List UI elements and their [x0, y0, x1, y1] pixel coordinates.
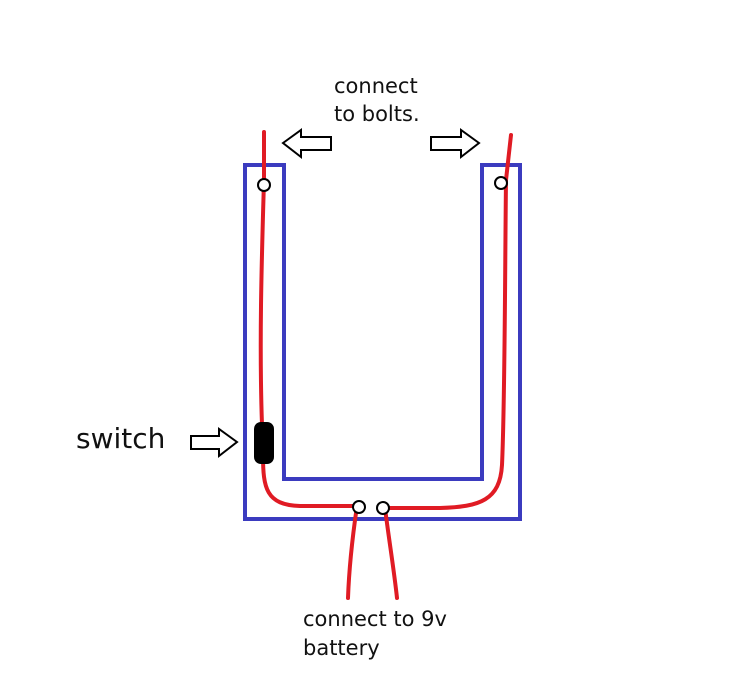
switch-component: [254, 422, 274, 464]
battery-hole-left: [352, 500, 366, 514]
battery-label-line1: connect to 9v: [303, 607, 447, 631]
arrow-right-icon: [430, 128, 481, 160]
arrow-switch-icon: [190, 427, 239, 459]
left-wire: [258, 130, 359, 600]
bolt-hole-left: [257, 178, 271, 192]
bolts-label-line2: to bolts.: [334, 102, 420, 126]
right-wire: [383, 133, 513, 600]
bolt-hole-right: [494, 176, 508, 190]
switch-label: switch: [76, 422, 166, 455]
battery-label-line2: battery: [303, 636, 380, 660]
bolts-label-line1: connect: [334, 74, 418, 98]
battery-hole-right: [376, 501, 390, 515]
frame-outline: [243, 163, 522, 521]
arrow-left-icon: [281, 128, 332, 160]
